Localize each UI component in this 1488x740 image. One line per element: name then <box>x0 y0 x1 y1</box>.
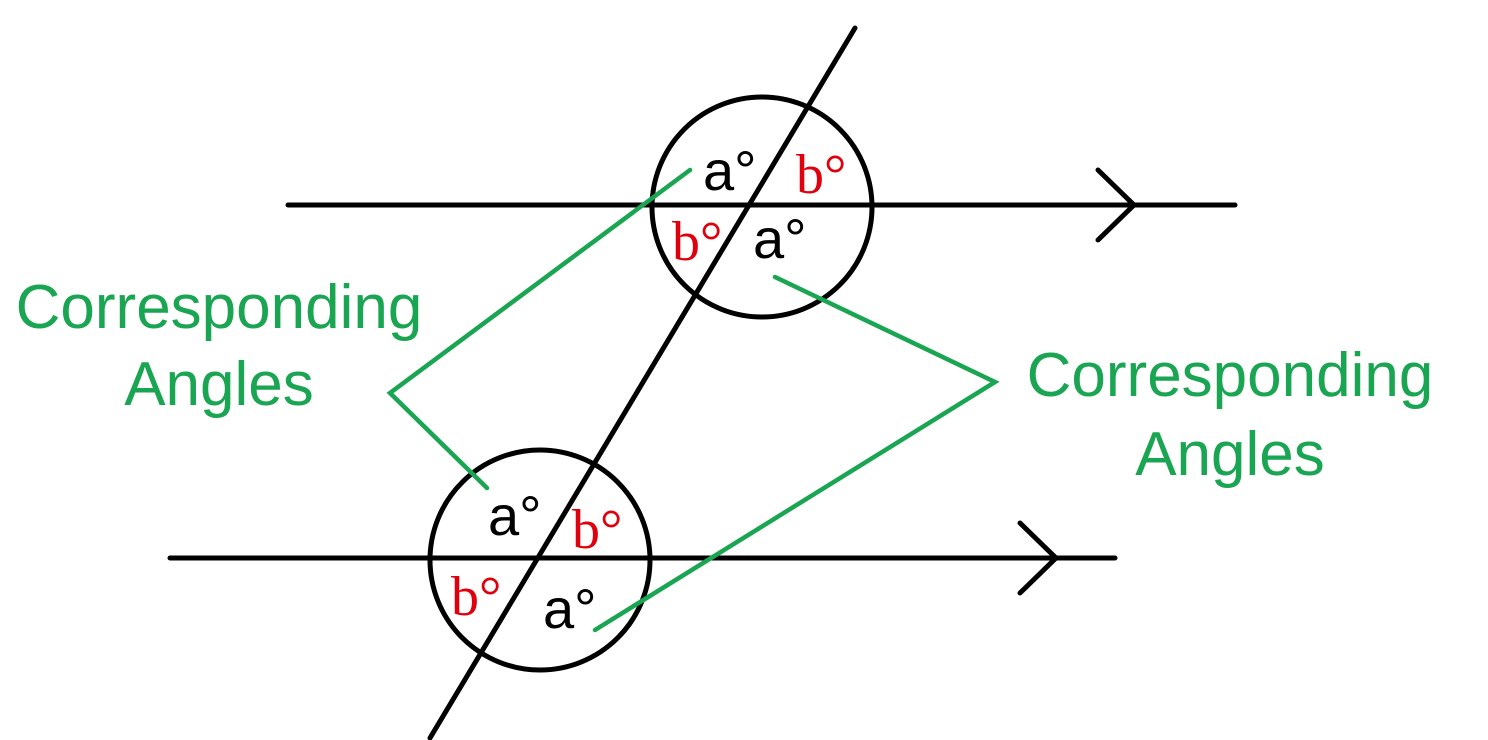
pointer-right <box>592 274 1000 633</box>
angle-b-bottom-lower: b° <box>451 566 501 628</box>
angle-a-bottom-lower: a° <box>543 577 597 640</box>
annotation-right-line2: Angles <box>1135 420 1325 489</box>
angle-a-top-upper: a° <box>703 139 757 202</box>
circle-top <box>649 94 875 320</box>
circle-bottom <box>427 447 653 673</box>
angle-b-top-upper: b° <box>796 144 846 206</box>
angle-b-top-lower: b° <box>672 211 722 273</box>
annotation-left-line2: Angles <box>124 350 314 419</box>
transversal <box>427 25 858 740</box>
arrow-bottom <box>1017 520 1060 596</box>
annotation-right-line1: Corresponding <box>1027 341 1434 410</box>
annotation-left-line1: Corresponding <box>16 273 423 342</box>
angle-b-bottom-upper: b° <box>572 499 622 561</box>
pointer-left <box>386 167 693 491</box>
angle-a-top-lower: a° <box>753 207 807 270</box>
angle-a-bottom-upper: a° <box>488 484 542 547</box>
arrow-top <box>1095 167 1138 243</box>
